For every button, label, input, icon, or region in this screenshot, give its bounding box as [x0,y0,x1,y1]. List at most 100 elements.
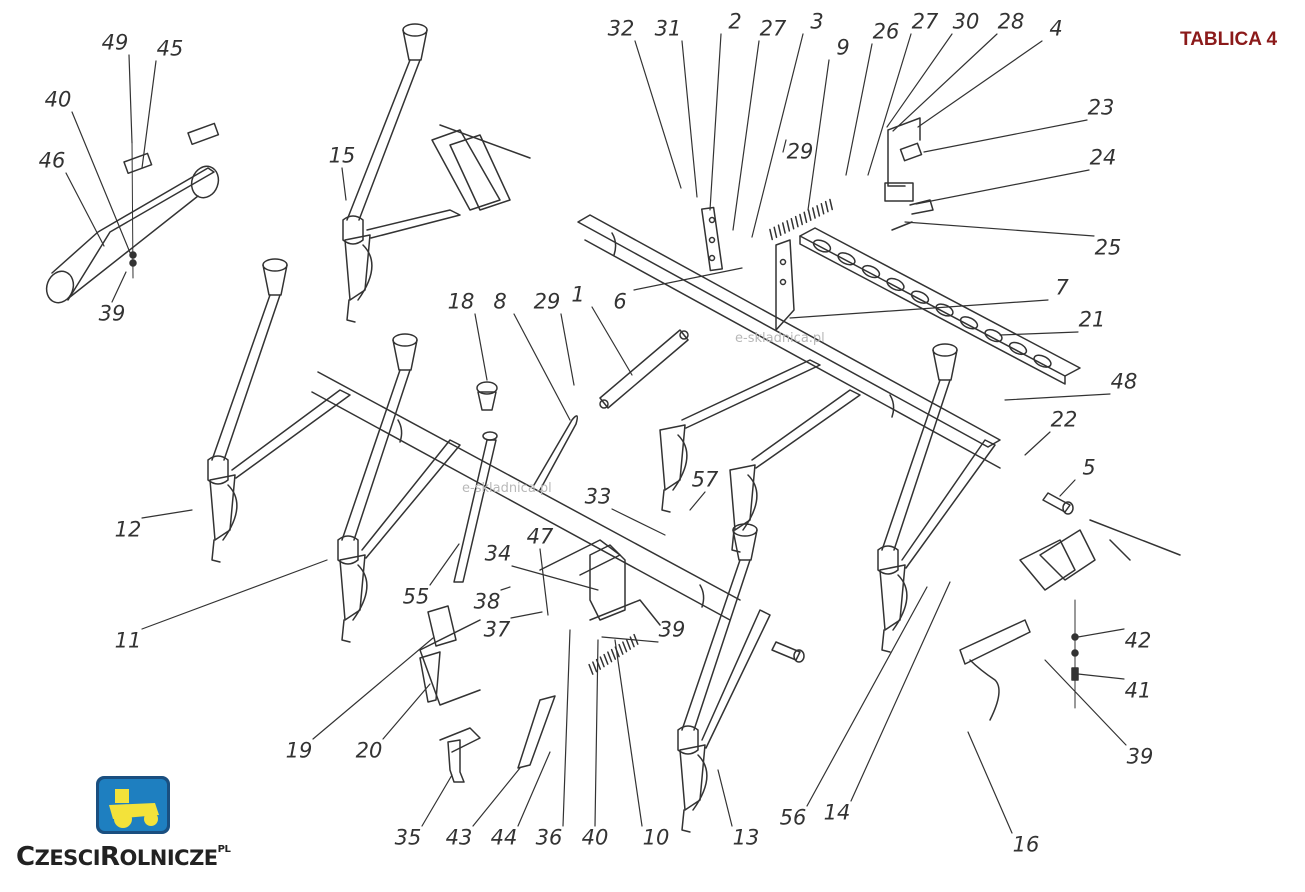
spring-tine-assembly [207,258,351,563]
spring-coil [629,636,635,648]
leader-line [500,586,511,591]
part-number-label: 8 [493,289,507,314]
leader-line [917,40,1043,128]
part-number-label: 12 [114,517,142,542]
sheet-title: TABLICA 4 [1180,29,1278,50]
spring-coil [782,222,786,234]
spring-coil [790,217,795,230]
leader-line [999,331,1079,336]
part-number-label: 10 [642,825,670,850]
part-number-label: 23 [1087,95,1115,120]
leader-line [601,636,659,643]
bar-hole [1033,354,1052,368]
spring-coil [799,213,803,226]
part-number-label: 55 [402,584,430,609]
leader-line [782,139,787,153]
part-number-label: 39 [1126,744,1154,769]
brand-prefix: ZESCI [34,846,101,870]
part-number-label: 21 [1078,307,1106,332]
brand-superscript: PL [217,844,231,855]
part-center-bracket [419,539,661,706]
part-number-label: 15 [328,143,356,168]
leader-line [614,639,643,827]
leader-line [1077,673,1125,680]
spring-tine-assembly [877,343,996,653]
part-right-arm [959,599,1079,721]
leader-line [341,167,347,201]
part-number-label: 39 [658,617,686,642]
leader-line [472,767,521,827]
leader-line [111,271,127,303]
part-pins [771,492,1074,663]
leader-line [789,299,1049,319]
spring-coil [794,215,799,228]
part-spring-10 [588,633,639,675]
part-number-label: 26 [872,19,900,44]
leader-line [886,33,953,128]
bar-hole [1008,341,1028,356]
part-number-label: 29 [786,139,814,164]
bar-hole [837,252,856,266]
part-number-label: 6 [613,289,627,314]
spring-coil [622,641,628,653]
part-number-label: 40 [44,87,72,112]
tractor-logo [96,776,170,834]
part-link-arm [599,329,689,409]
part-pivot-plates [431,124,1181,591]
leader-line [904,221,1095,237]
spring-coil [610,648,617,660]
leader-line [429,543,460,586]
part-number-label: 48 [1110,369,1138,394]
brand-wordmark: CZESCIROLNICZEPL [16,842,231,872]
watermark: e-skladnica.pl [735,331,825,346]
part-number-label: 1 [571,282,585,307]
leader-line [689,491,706,511]
leader-line [915,169,1090,205]
part-number-label: 25 [1094,235,1122,260]
part-number-label: 11 [114,628,142,653]
part-number-label: 9 [836,35,850,60]
part-number-label: 43 [445,825,473,850]
leader-line [71,111,132,256]
spring-coil [816,205,821,217]
part-number-label: 24 [1089,145,1117,170]
part-hook-loop [533,415,579,491]
leader-line [611,508,666,536]
leader-line [65,172,105,247]
part-number-label: 5 [1082,455,1096,480]
part-number-label: 18 [447,289,475,314]
leader-line [634,40,682,189]
part-number-label: 27 [911,9,939,34]
leader-line [681,40,698,198]
spring-coil [829,198,833,211]
brand-middle: R [100,842,120,872]
part-number-label: 41 [1124,678,1152,703]
leader-line [633,267,743,291]
leader-line [517,751,551,827]
leader-line [806,586,928,807]
leader-line [511,565,599,591]
part-frame-upper [577,214,1001,469]
part-number-label: 46 [38,148,66,173]
leader-line [867,33,912,176]
leader-line [845,43,873,176]
part-number-label: 13 [732,825,760,850]
bar-hole [984,328,1003,343]
part-bracket-plates [700,206,795,331]
leader-line [474,313,488,381]
spring-coil [607,651,613,663]
leader-line [732,40,760,231]
leader-line [421,774,453,827]
leader-line [807,59,830,211]
part-number-label: 38 [473,589,501,614]
part-number-label: 27 [759,16,787,41]
spring-coil [786,220,791,232]
bar-hole [910,290,930,304]
leader-line [717,769,733,827]
leader-line [513,313,571,421]
part-number-label: 20 [355,738,383,763]
spring-coil [777,224,782,236]
part-wheel-bracket [45,122,220,304]
spring-coil [633,633,639,645]
leader-line [141,559,328,630]
